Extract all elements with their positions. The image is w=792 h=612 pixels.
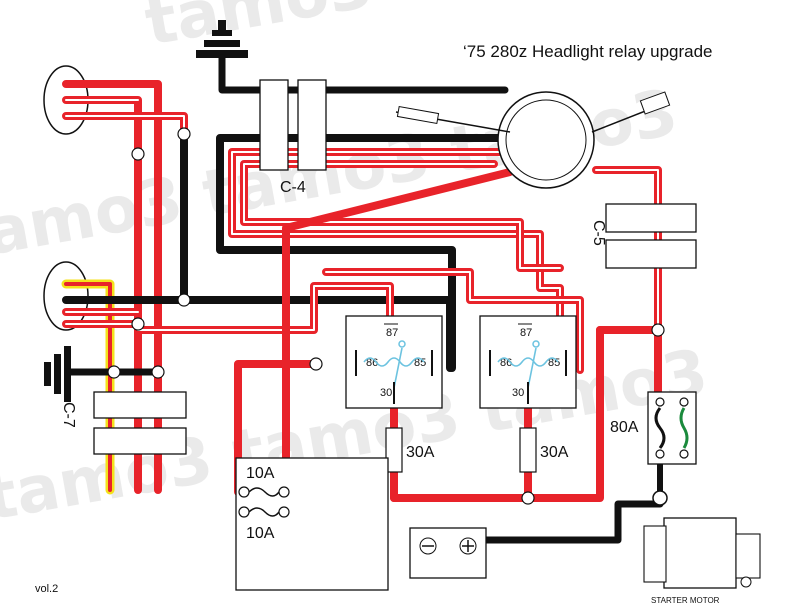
inline-fuse-1-label: 30A	[406, 444, 435, 461]
relay-1-pin87: 87	[386, 327, 398, 339]
connector-c5: C-5	[590, 203, 697, 269]
starter-motor: STARTER MOTOR	[643, 490, 761, 605]
relay-2-coil	[497, 357, 559, 367]
relay-1: 87 86 85 30	[345, 315, 443, 409]
connector-c4: C-4	[259, 79, 327, 196]
junction-dots	[107, 127, 665, 505]
relay-2-pin87: 87	[520, 327, 532, 339]
starter-motor-label: STARTER MOTOR	[651, 596, 720, 605]
battery	[409, 527, 487, 579]
fuse-box: 10A 10A	[235, 457, 389, 591]
connector-c7-label: C-7	[60, 402, 77, 428]
relay-2: 87 86 85 30	[479, 315, 577, 409]
wires	[61, 54, 664, 544]
inline-fuse-2: 30A	[519, 427, 569, 473]
inline-fuse-1: 30A	[385, 427, 435, 473]
version-label: vol.2	[35, 583, 58, 595]
connector-c5-label: C-5	[590, 220, 607, 246]
ground-symbol-top	[196, 20, 248, 58]
relay-1-pin30: 30	[380, 387, 392, 399]
diagram-title: ‘75 280z Headlight relay upgrade	[463, 42, 713, 61]
connector-c4-label: C-4	[280, 179, 306, 196]
relay-2-pin30: 30	[512, 387, 524, 399]
ground-symbol-left	[44, 346, 71, 402]
fusible-link-label: 80A	[610, 419, 639, 436]
connector-c7: C-7	[60, 391, 187, 455]
combination-switch	[395, 91, 671, 189]
fuse-box-label-bottom: 10A	[246, 525, 275, 542]
inline-fuse-2-label: 30A	[540, 444, 569, 461]
fusible-link-80a: 80A	[610, 391, 697, 465]
relay-1-coil	[363, 357, 425, 367]
fuse-box-label-top: 10A	[246, 465, 275, 482]
